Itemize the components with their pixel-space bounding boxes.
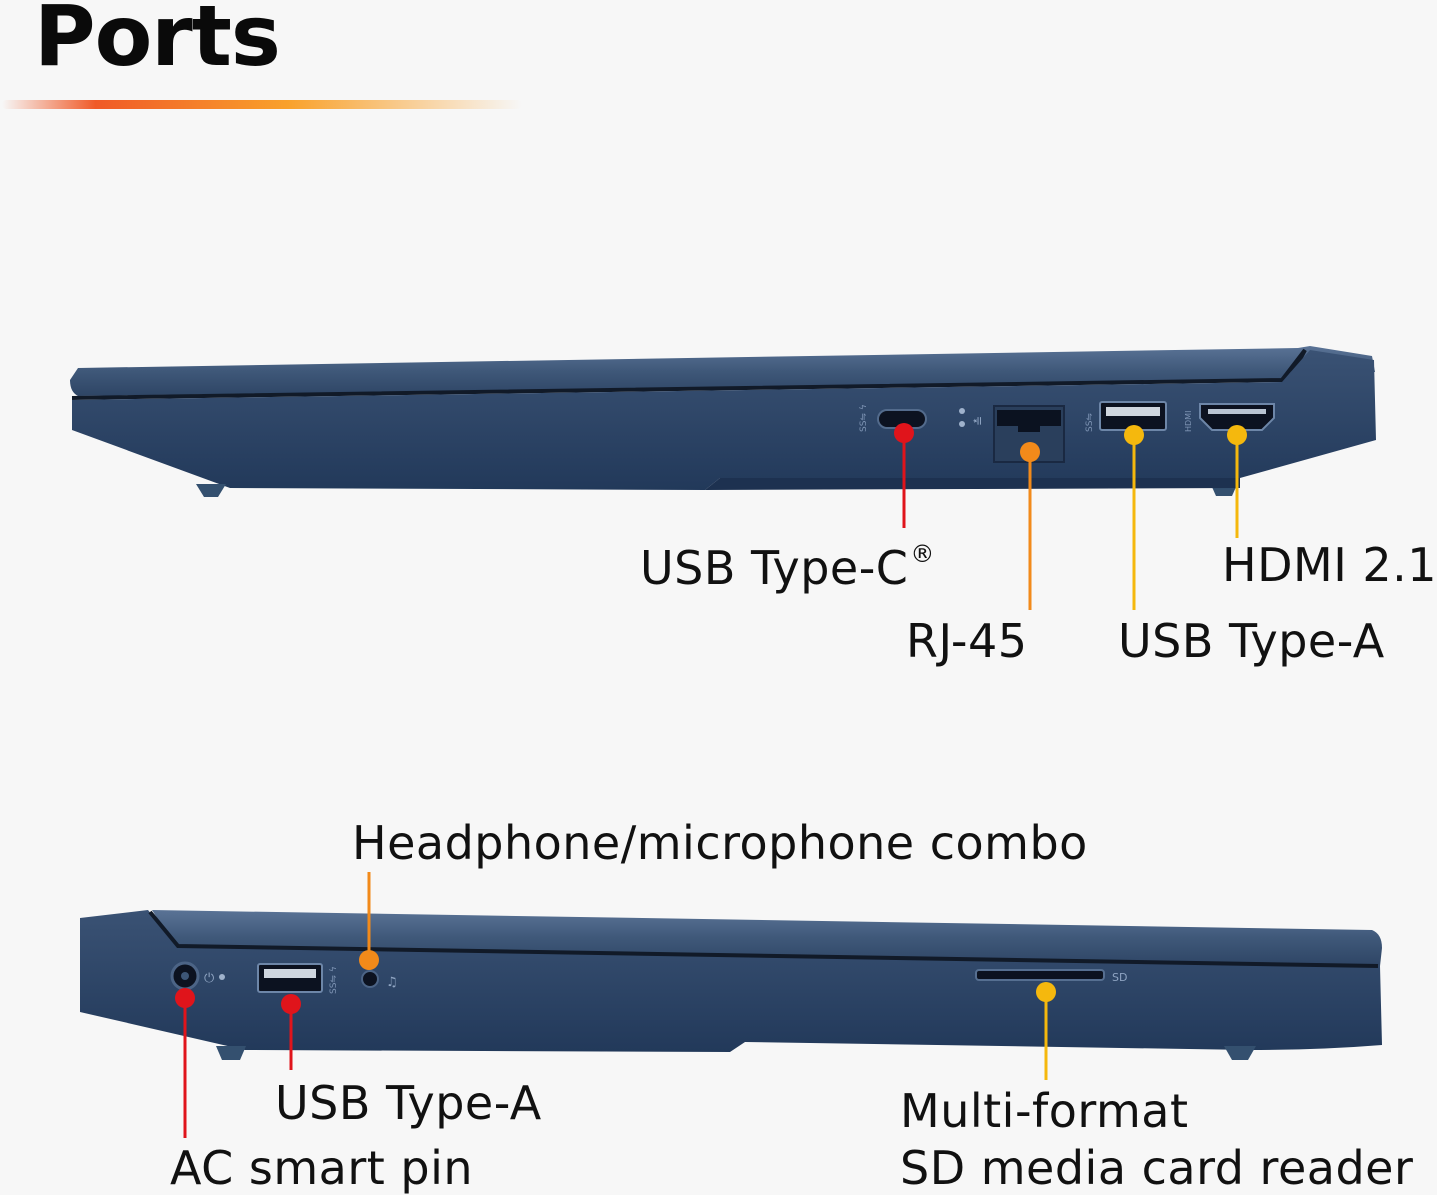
usb-a-engraving: SS⇋ ϟ xyxy=(329,966,339,994)
laptop-left-side: ⏻ SS⇋ ϟ ♫ SD xyxy=(80,872,1382,1138)
label-hdmi: HDMI 2.1 xyxy=(1222,538,1437,592)
sd-engraving: SD xyxy=(1112,971,1127,984)
sd-card-slot xyxy=(975,969,1105,981)
laptop-right-side: SS⇋ ϟ ≛ SS⇋ HDMI xyxy=(70,346,1376,610)
usb-a-engraving: SS⇋ xyxy=(1085,413,1095,432)
label-usb-type-a-left: USB Type-A xyxy=(275,1076,542,1130)
label-sd-reader-line1: Multi-format xyxy=(900,1084,1189,1138)
laptop-base xyxy=(80,910,1382,1052)
callout-dot-usb-c xyxy=(894,423,914,443)
label-headphone-mic-combo: Headphone/microphone combo xyxy=(352,816,1088,870)
hdmi-engraving: HDMI xyxy=(1184,411,1193,432)
callout-dot-ac xyxy=(175,988,195,1008)
callout-dot-audio xyxy=(359,950,379,970)
label-sd-reader-line2: SD media card reader xyxy=(900,1141,1414,1195)
callout-dot-hdmi xyxy=(1227,425,1247,445)
laptop-foot xyxy=(216,1046,246,1060)
label-usb-type-a-right: USB Type-A xyxy=(1118,614,1385,668)
page-title: Ports xyxy=(34,0,281,85)
callout-dot-usb-a xyxy=(1124,425,1144,445)
callout-dot-rj45 xyxy=(1020,442,1040,462)
laptop-lid xyxy=(152,910,1382,966)
ethernet-icon: ≛ xyxy=(972,416,986,426)
callout-dot-sd xyxy=(1036,982,1056,1002)
laptop-lid xyxy=(70,346,1375,396)
label-ac-smart-pin: AC smart pin xyxy=(170,1141,474,1195)
laptop-foot xyxy=(1224,1046,1256,1060)
label-rj45: RJ-45 xyxy=(906,614,1028,668)
usb-c-engraving: SS⇋ ϟ xyxy=(859,404,869,432)
power-icon: ⏻ xyxy=(204,971,214,986)
network-led-icon xyxy=(959,408,965,414)
audio-jack-port xyxy=(361,970,379,988)
label-usb-type-c: USB Type-C® xyxy=(640,540,935,595)
callout-dot-usb-a-left xyxy=(281,994,301,1014)
title-underline xyxy=(2,100,522,109)
laptop-foot xyxy=(196,484,226,497)
power-led-icon xyxy=(219,974,225,980)
headset-icon: ♫ xyxy=(386,975,398,990)
registered-mark: ® xyxy=(910,540,935,568)
